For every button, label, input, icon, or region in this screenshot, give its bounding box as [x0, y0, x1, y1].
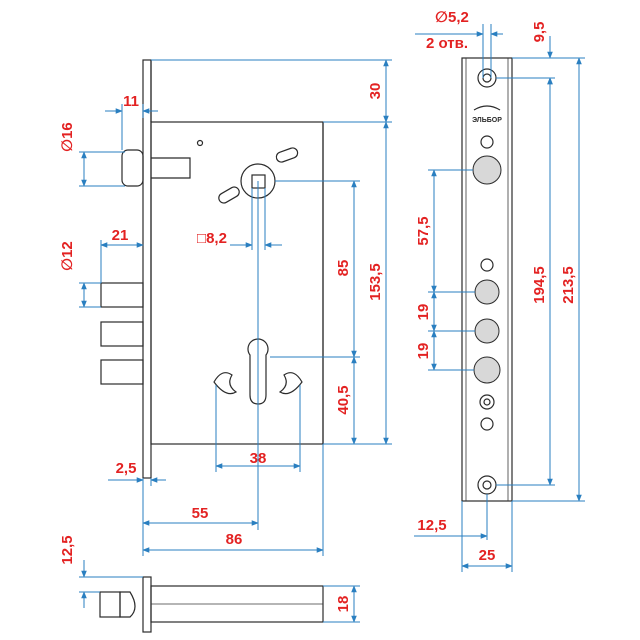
mount-hole-top [477, 68, 497, 88]
dim-85: 85 [335, 260, 352, 277]
dim-11: 11 [123, 93, 139, 110]
dim-2-holes: 2 отв. [426, 35, 468, 52]
latch-bolt [151, 157, 191, 179]
mount-hole-bottom [477, 475, 497, 495]
dim-19-a: 19 [415, 304, 432, 321]
lock-case [150, 121, 324, 445]
dim-2-5: 2,5 [116, 460, 137, 477]
screw-slot-right [278, 372, 303, 395]
dim-d16: ∅16 [59, 122, 76, 152]
dim-12-5-right: 12,5 [417, 517, 446, 534]
screw-slot-left [213, 372, 238, 395]
bolt-hole-1 [474, 279, 500, 305]
dim-38: 38 [250, 450, 267, 467]
dim-40-5: 40,5 [335, 385, 352, 414]
deadbolt-3 [100, 359, 144, 385]
dim-21: 21 [112, 227, 129, 244]
dim-57-5: 57,5 [415, 216, 432, 245]
dim-9-5: 9,5 [531, 22, 548, 43]
deadbolt-2 [100, 321, 144, 347]
dim-194-5: 194,5 [531, 266, 548, 304]
dim-25: 25 [479, 547, 496, 564]
dimension-lines [79, 24, 585, 623]
dim-square-8-2: □8,2 [197, 230, 227, 247]
latch-round [121, 149, 144, 187]
dim-153-5: 153,5 [367, 263, 384, 301]
dim-86: 86 [226, 531, 243, 548]
bolt-hole-2 [474, 318, 500, 344]
lock-bottom-view [99, 576, 324, 633]
deadbolt-1 [100, 282, 144, 308]
latch-bottom [99, 591, 121, 618]
faceplate-bottom [142, 576, 152, 633]
brand-label: ЭЛЬБОР [472, 117, 502, 124]
dim-12-5-left: 12,5 [59, 535, 76, 564]
dimension-labels: ∅16 11 30 ∅12 21 □8,2 85 153,5 40,5 38 2… [59, 9, 577, 612]
dim-213-5: 213,5 [560, 266, 577, 304]
faceplate-front-view: ЭЛЬБОР [461, 57, 513, 502]
dim-55: 55 [192, 505, 209, 522]
dim-18: 18 [335, 596, 352, 613]
dim-19-b: 19 [415, 343, 432, 360]
lock-body-view [100, 59, 324, 479]
latch-hole [472, 155, 502, 185]
cylinder-cutout [247, 338, 269, 405]
dim-d12: ∅12 [59, 241, 76, 271]
dim-30: 30 [367, 83, 384, 100]
dim-d5-2: ∅5,2 [435, 9, 469, 26]
bolt-hole-3 [473, 356, 501, 384]
lock-faceplate [142, 59, 152, 479]
